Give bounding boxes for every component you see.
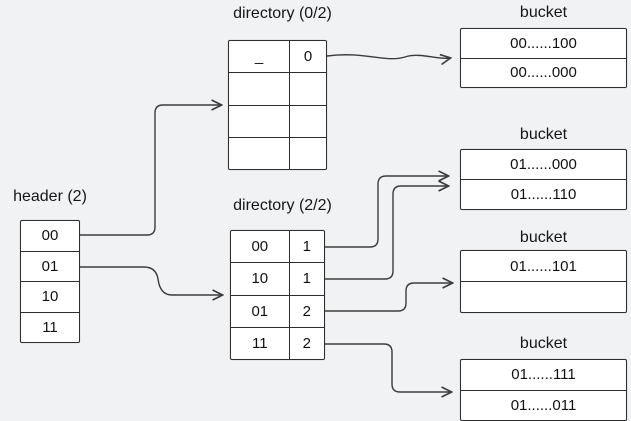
header-row-value: 11	[42, 318, 58, 336]
directory-0-row: _ 0	[229, 41, 326, 73]
bucket-2-row: 01......000	[461, 150, 626, 179]
header-row: 00	[21, 221, 79, 251]
bucket-2-label: bucket	[519, 126, 568, 143]
header-row: 11	[21, 311, 79, 343]
bucket-2-row: 01......110	[461, 179, 626, 209]
header-label: header (2)	[13, 188, 87, 205]
directory-0-row-value	[289, 73, 326, 105]
directory-2-label: directory (2/2)	[233, 197, 332, 214]
directory-2-row: 01 2	[231, 294, 324, 327]
directory-2-row-value: 2	[288, 295, 324, 327]
directory-2-row-value: 2	[288, 327, 324, 359]
bucket-4-entry: 01......111	[511, 366, 576, 384]
directory-2-row-key: 01	[251, 302, 269, 320]
directory-2-row-key: 10	[251, 270, 269, 288]
bucket-4-row: 01......011	[461, 389, 626, 421]
directory-2-table: 00 1 10 1 01 2 11 2	[230, 230, 325, 360]
directory-2-row-value: 1	[288, 263, 324, 295]
bucket-1-entry: 00......000	[510, 64, 577, 82]
directory-2-row-key: 00	[251, 238, 269, 256]
directory-0-row-key	[229, 106, 289, 137]
directory-0-row-key: _	[254, 48, 264, 66]
bucket-4-entry: 01......011	[510, 396, 577, 414]
header-row: 10	[21, 281, 79, 312]
bucket-3-entry	[461, 282, 626, 312]
bucket-3-row	[461, 281, 626, 312]
bucket-3-row: 01......101	[461, 251, 626, 281]
bucket-3-label: bucket	[519, 229, 568, 246]
directory-0-row	[229, 104, 326, 137]
bucket-3-entry: 01......101	[510, 257, 577, 275]
bucket-1-entry: 00......100	[510, 34, 577, 52]
bucket-4-row: 01......111	[461, 360, 626, 390]
directory-0-label: directory (0/2)	[233, 5, 332, 22]
directory-0-table: _ 0	[228, 40, 327, 170]
bucket-1-label: bucket	[519, 4, 568, 21]
directory-0-row-value: 0	[289, 41, 326, 73]
directory-2-row: 00 1	[231, 231, 324, 263]
directory-2-row: 11 2	[231, 326, 324, 359]
header-row-value: 00	[41, 227, 59, 245]
header-row: 01	[21, 250, 79, 282]
header-table: 00 01 10 11	[20, 220, 80, 343]
header-row-value: 10	[41, 288, 59, 306]
header-row-value: 01	[41, 257, 59, 275]
bucket-2-entry: 01......110	[510, 186, 577, 203]
arrow-directory2-row01-to-bucket3	[324, 283, 452, 312]
arrow-directory0-row1-to-bucket1	[326, 55, 450, 59]
bucket-3-table: 01......101	[460, 250, 627, 313]
arrow-directory2-row11-to-bucket4	[324, 343, 451, 392]
directory-2-row-value: 1	[288, 231, 324, 263]
bucket-2-entry: 01......000	[510, 156, 577, 173]
directory-2-row-key: 11	[252, 334, 268, 352]
arrow-header01-to-directory2	[79, 266, 222, 295]
arrow-header00-to-directory0	[79, 105, 221, 236]
directory-0-row	[229, 136, 326, 169]
directory-0-row-key	[229, 138, 289, 169]
directory-0-row	[229, 72, 326, 105]
directory-0-row-value	[289, 137, 326, 169]
bucket-1-row: 00......100	[461, 29, 626, 58]
bucket-4-table: 01......111 01......011	[460, 359, 627, 421]
bucket-4-label: bucket	[519, 335, 568, 352]
directory-2-row: 10 1	[231, 262, 324, 295]
bucket-1-row: 00......000	[461, 57, 626, 88]
directory-0-row-value	[289, 105, 326, 137]
directory-0-row-key	[229, 73, 289, 104]
bucket-2-table: 01......000 01......110	[460, 149, 627, 210]
bucket-1-table: 00......100 00......000	[460, 28, 627, 88]
